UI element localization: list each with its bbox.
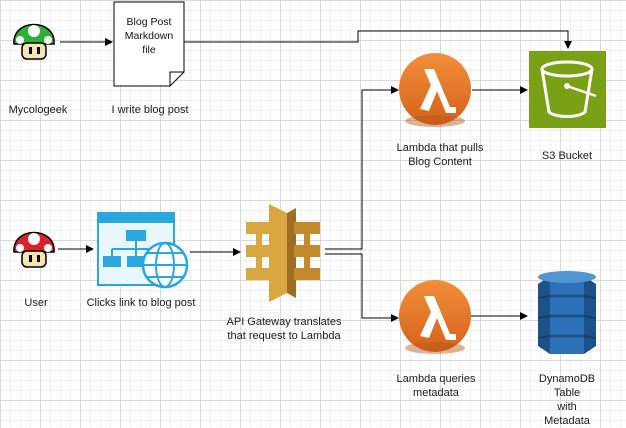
mycologeek-label: Mycologeek xyxy=(8,104,68,116)
dynamodb-icon xyxy=(537,271,597,354)
diagram-canvas xyxy=(13,1,606,354)
s3-bucket-label: S3 Bucket xyxy=(541,150,593,162)
clicks-link-label: Clicks link to blog post xyxy=(86,297,196,309)
user-label: User xyxy=(24,297,48,309)
red-mushroom-icon xyxy=(13,231,55,268)
lambda-pull-label: Lambda that pulls Blog Content xyxy=(396,142,484,168)
arrow-api-to-lambda-query xyxy=(325,253,399,322)
connectors xyxy=(58,30,572,322)
document-icon xyxy=(113,1,185,87)
dynamodb-label: DynamoDB Table with Metadata xyxy=(538,373,596,427)
lambda-pull-icon xyxy=(399,53,471,127)
lambda-query-label: Lambda queries metadata xyxy=(396,373,476,399)
web-sitemap-icon xyxy=(97,212,189,289)
arrow-file-to-s3 xyxy=(184,30,572,49)
arrow-api-to-lambda-pull xyxy=(325,86,399,250)
lambda-query-icon xyxy=(399,280,471,354)
green-mushroom-icon xyxy=(13,23,55,60)
s3-bucket-icon xyxy=(529,51,606,128)
i-write-blog-post-label: I write blog post xyxy=(111,104,189,116)
api-gateway-label: API Gateway translates that request to L… xyxy=(226,316,342,342)
blog-post-file-label: Blog Post Markdown file xyxy=(124,16,174,56)
api-gateway-icon xyxy=(246,204,320,302)
